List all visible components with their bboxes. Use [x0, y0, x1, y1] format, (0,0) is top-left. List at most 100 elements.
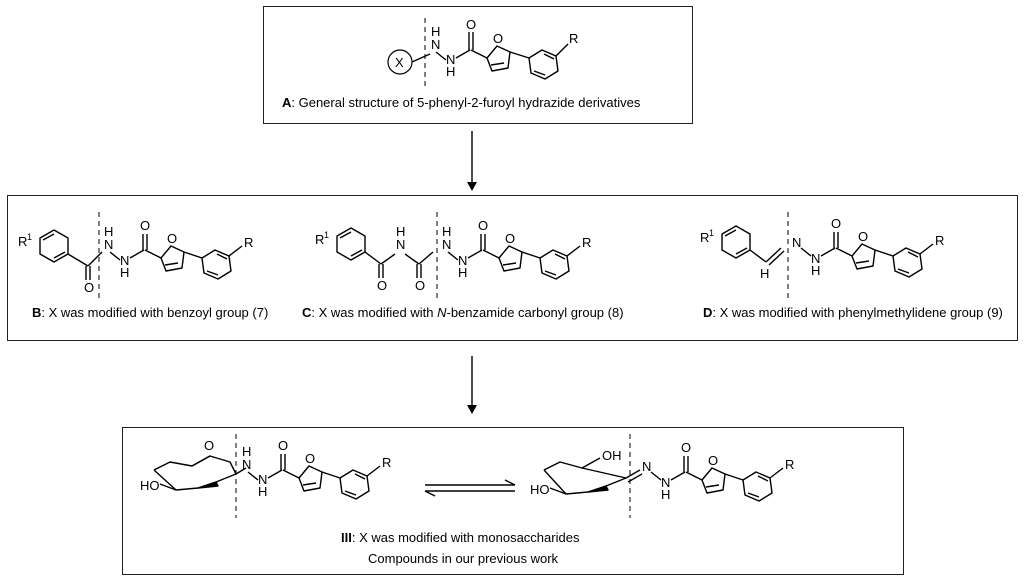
caption-c-italic: N: [437, 305, 447, 320]
b-nh2-n: N: [120, 253, 129, 268]
carbonyl-furan-bond: [470, 49, 488, 59]
d-methine-h: H: [760, 266, 769, 281]
c-imide-h: H: [396, 224, 405, 239]
x-label: X: [395, 55, 404, 70]
b-nh2-h: H: [120, 265, 129, 280]
c-nh2-h: H: [458, 265, 467, 280]
equilibrium-forward-head: [504, 479, 516, 486]
furan-oxygen: O: [493, 31, 503, 46]
d-phenyl-ring: [892, 247, 923, 278]
c-n-carbonyl3-bond: [467, 249, 483, 259]
iii-right-phenyl-inner-1: [757, 475, 769, 482]
carbonyl-oxygen: O: [466, 17, 476, 32]
structure-c: R 1 O H N O H N N H O O R: [315, 212, 591, 302]
equilibrium-backward-head: [424, 490, 436, 497]
d-benzene-inner-1: [724, 229, 737, 237]
c-nh1-n: N: [442, 237, 451, 252]
pyranose-ho-bond: [159, 483, 177, 491]
iii-right-furan-inner: [705, 484, 720, 488]
iii-left-phenyl-inner-2: [344, 490, 357, 496]
b-furan-phenyl-bond: [183, 251, 203, 259]
b-phenyl-ring: [201, 249, 232, 280]
phenyl-inner-1: [543, 53, 555, 60]
c-n-n-bond: [447, 251, 459, 261]
iii-left-r: R: [382, 455, 391, 470]
arrowhead-bcd-to-iii: [467, 405, 477, 414]
b-benzene-inner-1: [42, 233, 55, 241]
open-oh: OH: [602, 448, 622, 463]
d-r-bond: [919, 243, 934, 255]
b-phenyl-inner-1: [216, 253, 228, 260]
open-wedge-bond: [587, 485, 609, 493]
d-benzene-ring: [721, 225, 751, 259]
c-carbonyl2-n-bond: [418, 251, 434, 265]
c-imide-n: N: [396, 237, 405, 252]
d-r1-sup: 1: [709, 228, 714, 238]
x-substituent-circle: [387, 49, 413, 75]
caption-d: D: X was modified with phenylmethylidene…: [703, 305, 1003, 320]
open-ho-bond: [549, 487, 567, 495]
d-phenyl-inner-2: [897, 268, 910, 274]
c-phenyl-inner-1: [554, 253, 566, 260]
d-n-carbonyl-bond: [820, 247, 836, 257]
caption-c-label: C: [302, 305, 312, 320]
c-nh1-h: H: [442, 224, 451, 239]
open-ho: HO: [530, 482, 550, 497]
structure-d: R 1 H N N H O O R: [700, 212, 944, 302]
b-furan-ring: [160, 245, 185, 272]
iii-right-phenyl-ring: [742, 471, 773, 502]
caption-d-text: : X was modified with phenylmethylidene …: [712, 305, 1003, 320]
d-ch-n-double-2: [768, 250, 785, 266]
caption-a-text: : General structure of 5-phenyl-2-furoyl…: [291, 95, 641, 110]
c-carbonyl2-o: O: [415, 278, 425, 293]
c-furan-inner: [502, 262, 517, 266]
b-nh1-h: H: [104, 224, 113, 239]
caption-iii: III: X was modified with monosaccharides: [341, 530, 579, 545]
r-substituent: R: [569, 31, 578, 46]
d-imine-n: N: [792, 235, 801, 250]
caption-c-text-pre: : X was modified with: [311, 305, 438, 320]
arrowhead-a-to-bcd: [467, 182, 477, 191]
d-n-n-bond: [800, 247, 812, 257]
iii-left-n-carbonyl-bond: [267, 469, 283, 479]
iii-left-nh2-h: H: [258, 484, 267, 499]
c-phenyl-inner-2: [544, 270, 557, 276]
c-r1: R: [315, 232, 324, 247]
c-furan-ring: [498, 245, 523, 272]
iii-right-carbonyl-o: O: [681, 440, 691, 455]
c-furan-phenyl-bond: [521, 251, 541, 259]
b-r-bond: [228, 245, 243, 257]
d-ring-ch-bond: [749, 249, 767, 263]
nh-upper-n: N: [431, 37, 440, 52]
d-phenyl-inner-1: [907, 251, 919, 258]
c-r: R: [582, 235, 591, 250]
iii-left-n-n-bond: [247, 471, 259, 481]
b-phenyl-inner-2: [206, 270, 219, 276]
d-benzene-inner-2: [735, 247, 748, 255]
c-carbonyl1-n-bond: [380, 253, 396, 265]
c-benzene-inner-2: [350, 249, 363, 257]
iii-left-furan-inner: [302, 482, 317, 486]
structure-iii-open: OH HO N N H O O R: [530, 434, 794, 518]
iii-left-furan-ring: [298, 465, 323, 492]
caption-iii-text: : X was modified with monosaccharides: [351, 530, 580, 545]
iii-right-r: R: [785, 457, 794, 472]
furan-phenyl-bond: [509, 51, 530, 59]
b-carbonyl-furan-bond: [144, 249, 162, 259]
structure-iii-pyranose: O HO H N N H O O R: [140, 434, 391, 518]
caption-iii-line2: Compounds in our previous work: [368, 551, 559, 566]
c-carbonyl3-o: O: [478, 218, 488, 233]
furan-ring: [486, 45, 511, 72]
d-furan-phenyl-bond: [874, 249, 894, 257]
caption-b-text: : X was modified with benzoyl group (7): [41, 305, 269, 320]
c-benzene-inner-1: [339, 231, 352, 239]
iii-left-nh1-h: H: [242, 444, 251, 459]
iii-right-imine-n: N: [642, 459, 651, 474]
nh-upper-h: H: [431, 24, 440, 39]
open-chain-backbone: [543, 461, 627, 495]
panel-iii-frame: [122, 427, 904, 575]
c-benzene-ring: [336, 227, 366, 261]
c-r-bond: [566, 245, 581, 257]
nh-lower-n: N: [446, 52, 455, 67]
iii-right-n-n-bond: [650, 471, 662, 481]
